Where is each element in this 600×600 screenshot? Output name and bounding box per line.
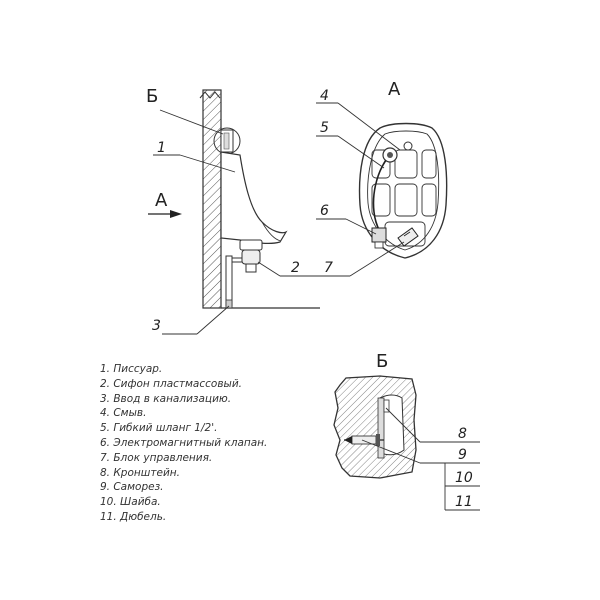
view-a-arrow <box>148 210 182 218</box>
wall-section <box>199 89 222 309</box>
leader-1 <box>179 154 236 173</box>
view-a-arrow-label: А <box>155 190 168 211</box>
legend-item: 4. Смыв. <box>100 407 147 420</box>
view-a-title: А <box>388 79 401 100</box>
legend-item: 9. Саморез. <box>100 481 164 494</box>
legend-item: 1. Писсуар. <box>100 363 163 375</box>
leader-4 <box>337 102 401 151</box>
callout-3: 3 <box>152 318 161 334</box>
leader-2 <box>257 261 281 277</box>
callout-9: 9 <box>458 447 467 463</box>
legend-item: 10. Шайба. <box>100 496 161 509</box>
legend-item: 11. Дюбель. <box>100 510 167 523</box>
siphon-shape <box>225 239 263 307</box>
callout-7: 7 <box>324 260 333 276</box>
callout-4: 4 <box>320 88 329 104</box>
callout-5: 5 <box>320 120 329 136</box>
detail-b-section <box>333 375 417 479</box>
callout-6: 6 <box>320 203 329 219</box>
callout-10: 10 <box>455 470 473 486</box>
callout-1: 1 <box>157 140 166 156</box>
legend-item: 3. Ввод в канализацию. <box>100 392 232 405</box>
leader-b <box>159 109 224 135</box>
urinal-front-view <box>358 122 448 259</box>
leader-6 <box>345 218 377 235</box>
leader-3 <box>196 305 230 335</box>
callout-11: 11 <box>455 494 473 510</box>
leader-8 <box>385 407 421 443</box>
detail-b-title: Б <box>376 351 388 372</box>
urinal-side <box>220 151 288 245</box>
callout-2: 2 <box>291 260 300 276</box>
legend-item: 6. Электромагнитный клапан. <box>100 436 268 449</box>
leader-5 <box>337 135 385 169</box>
legend-item: 7. Блок управления. <box>100 451 213 464</box>
legend-item: 2. Сифон пластмассовый. <box>100 377 242 390</box>
parts-legend: 1. Писсуар. 2. Сифон пластмассовый. 3. В… <box>100 362 320 525</box>
legend-item: 5. Гибкий шланг 1/2'. <box>100 422 218 435</box>
legend-item: 8. Кронштейн. <box>100 466 180 479</box>
callout-8: 8 <box>458 426 467 442</box>
leader-9 <box>361 439 421 464</box>
leader-7 <box>349 241 405 277</box>
detail-b-marker: Б <box>146 86 158 107</box>
